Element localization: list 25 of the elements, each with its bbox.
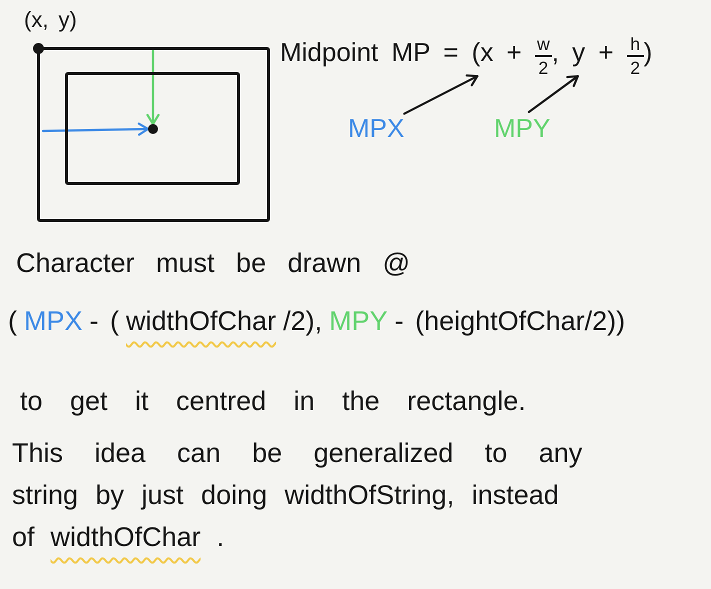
coordinate-label: (x, y) [24, 6, 77, 34]
formula-text: /2), [283, 305, 322, 338]
arrow [403, 74, 478, 115]
formula-text: - (heightOfChar/2)) [394, 305, 626, 338]
formula-text: ( [8, 305, 17, 338]
note-text: . [216, 521, 224, 554]
note-text: of [12, 521, 35, 554]
note-text: to get it centred in the rectangle. [20, 385, 526, 418]
outer-rectangle [37, 47, 270, 222]
note-text: string by just doing widthOfString, instead [12, 479, 559, 512]
variable-text: MPX [24, 305, 83, 338]
arrow [42, 122, 150, 136]
variable-label: MPX [348, 112, 404, 146]
note-text: widthOfChar [50, 521, 201, 554]
note-text: Character must be drawn @ [16, 247, 410, 280]
note-text: This idea can be generalized to any [12, 437, 582, 470]
arrow [146, 48, 160, 126]
variable-text: MPY [329, 305, 388, 338]
inner-rectangle [65, 72, 240, 185]
center-dot-icon [148, 124, 158, 134]
variable-label: MPY [494, 112, 550, 146]
arrow [528, 75, 579, 114]
formula-text: - ( [90, 305, 119, 338]
formula-text: widthOfChar [126, 305, 276, 338]
midpoint-formula: Midpoint MP = (x + $^{w}$$_{2}$, y + $^{h}$$_{2}$) [280, 36, 652, 78]
